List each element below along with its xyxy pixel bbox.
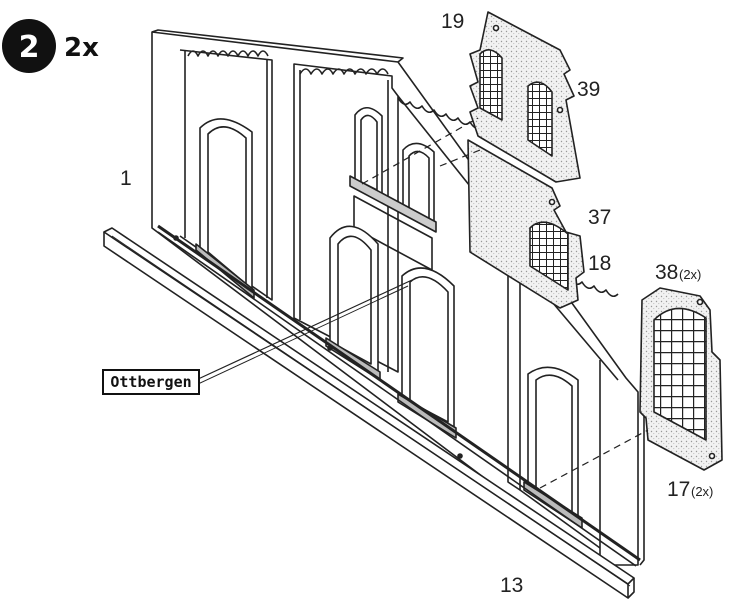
label-part-19: 19 <box>441 10 464 33</box>
label-part-17: 17 <box>667 478 690 501</box>
label-part-1: 1 <box>120 167 132 190</box>
sign-box <box>102 369 200 395</box>
label-part-39: 39 <box>577 78 600 101</box>
insert-37-18 <box>467 139 585 309</box>
label-part-13: 13 <box>500 574 523 597</box>
sign-leader-line <box>195 279 413 381</box>
label-part-38: 38 <box>655 261 678 284</box>
window-right <box>523 366 583 529</box>
window-upper-left <box>354 106 383 197</box>
step-number: 2 <box>19 30 40 65</box>
label-part-18: 18 <box>588 252 611 275</box>
label-part-37: 37 <box>588 206 611 229</box>
window-sill-upper <box>349 175 437 233</box>
step-multiplier: 2x <box>64 33 99 63</box>
label-part-17-qty: (2x) <box>691 484 713 499</box>
label-part-38-qty: (2x) <box>679 267 701 282</box>
sign-text: Ottbergen <box>110 373 191 391</box>
assembly-guides <box>361 117 649 489</box>
step-badge: 2 2x <box>2 19 99 73</box>
ledge-part <box>103 227 635 599</box>
insert-19-39 <box>469 11 581 183</box>
window-upper-right <box>402 142 435 227</box>
insert-38-17 <box>639 287 723 471</box>
window-lower-left <box>325 225 381 381</box>
window-lower-right <box>397 267 457 439</box>
step-circle <box>2 19 56 73</box>
sign-label: Ottbergen <box>102 369 200 395</box>
window-left <box>195 118 255 299</box>
base-strip <box>157 224 641 567</box>
